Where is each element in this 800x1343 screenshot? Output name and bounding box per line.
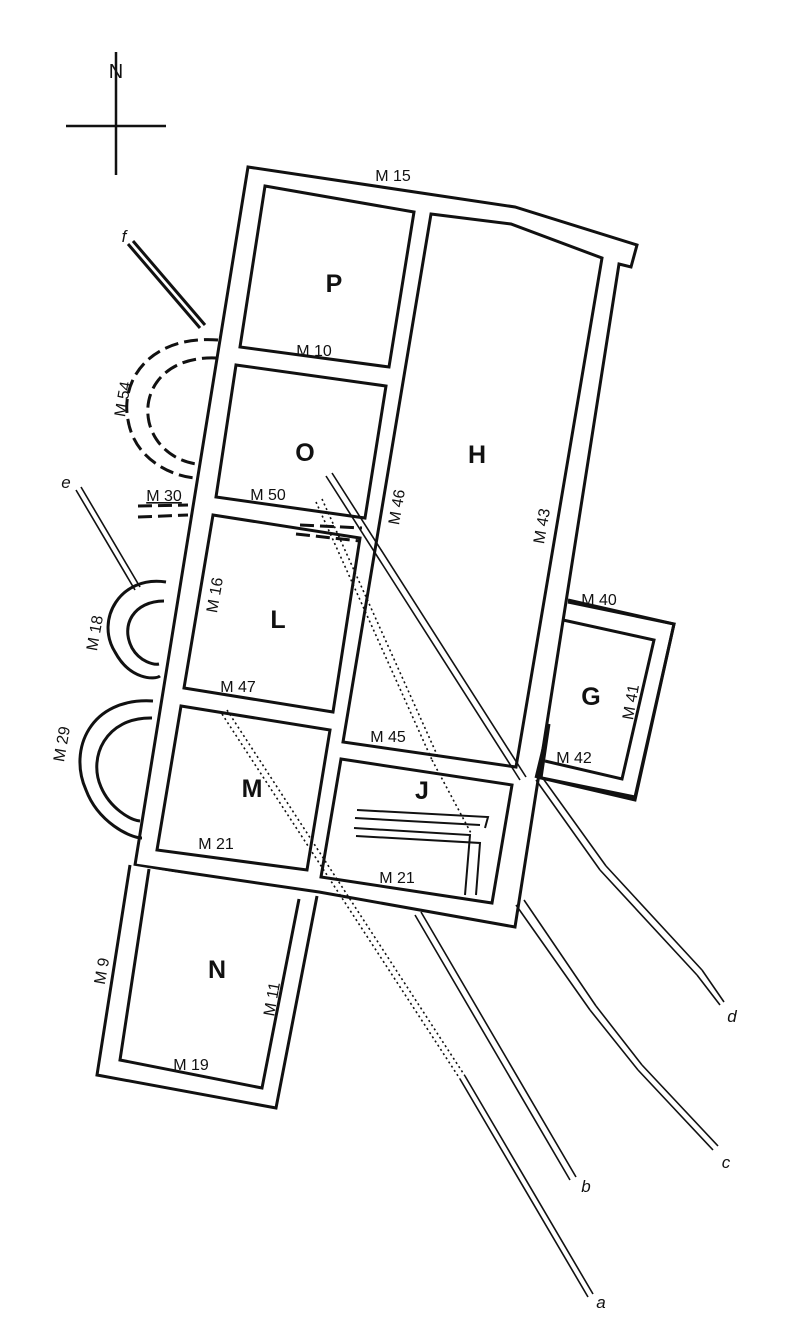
wall-label-M45: M 45	[370, 729, 406, 746]
wall-label-M9: M 9	[92, 957, 113, 986]
wall-labels: M 15 M 10 M 54 M 30 M 50 M 46 M 43 M 40 …	[51, 168, 643, 1074]
room-label-P: P	[326, 270, 343, 298]
wall-label-M19: M 19	[173, 1057, 209, 1074]
room-G-inner	[544, 618, 656, 781]
room-labels: P O H L G M J N	[208, 270, 601, 984]
room-label-L: L	[270, 606, 285, 634]
wall-label-M46: M 46	[386, 488, 409, 526]
trench-labels: a b c d e f	[61, 227, 737, 1312]
room-label-G: G	[581, 683, 600, 711]
wall-label-M21-west: M 21	[198, 836, 234, 853]
wall-structure	[95, 165, 676, 1110]
room-label-O: O	[295, 439, 314, 467]
dashed-walls	[137, 503, 363, 543]
apse-M29-inner	[95, 716, 153, 823]
trench-label-c: c	[722, 1153, 731, 1172]
trench-label-f: f	[122, 227, 129, 246]
wall-label-M40: M 40	[581, 592, 617, 609]
trench-label-a: a	[596, 1293, 605, 1312]
room-J-features	[353, 809, 490, 896]
room-P-outline	[238, 184, 416, 369]
wall-label-M41: M 41	[620, 683, 643, 721]
trench-lines	[75, 240, 725, 1298]
wall-label-M16: M 16	[204, 576, 227, 614]
apse-M18-inner	[126, 599, 165, 666]
room-N-inner	[118, 868, 301, 1090]
north-arrow: N	[66, 52, 166, 175]
trench-label-d: d	[727, 1007, 737, 1026]
wall-label-M42: M 42	[556, 750, 592, 767]
room-label-N: N	[208, 956, 226, 984]
room-O-outline	[214, 363, 388, 520]
room-label-J: J	[415, 777, 429, 805]
apse-M54-outer	[125, 338, 219, 480]
wall-label-M18: M 18	[84, 614, 107, 652]
wall-label-M50: M 50	[250, 487, 286, 504]
north-label: N	[109, 61, 123, 83]
room-label-H: H	[468, 441, 486, 469]
apse-M54-inner	[146, 356, 217, 466]
room-H-outline	[341, 212, 604, 769]
apse-M18-outer	[106, 579, 167, 680]
wall-label-M47: M 47	[220, 679, 256, 696]
wall-label-M15: M 15	[375, 168, 411, 185]
room-G-outer	[536, 600, 676, 799]
wall-label-M10: M 10	[296, 343, 332, 360]
trench-label-b: b	[581, 1177, 590, 1196]
wall-label-M43: M 43	[531, 507, 554, 545]
apse-M29-outer	[78, 699, 154, 840]
trench-label-e: e	[61, 473, 70, 492]
apses	[78, 338, 219, 840]
wall-label-M11: M 11	[261, 981, 284, 1018]
wall-label-M30: M 30	[146, 488, 182, 505]
room-L-outline	[182, 513, 362, 714]
wall-label-M54: M 54	[112, 380, 135, 418]
wall-label-M21-east: M 21	[379, 870, 415, 887]
room-label-M: M	[242, 775, 263, 803]
wall-label-M29: M 29	[51, 725, 74, 763]
room-M-outline	[155, 704, 332, 872]
